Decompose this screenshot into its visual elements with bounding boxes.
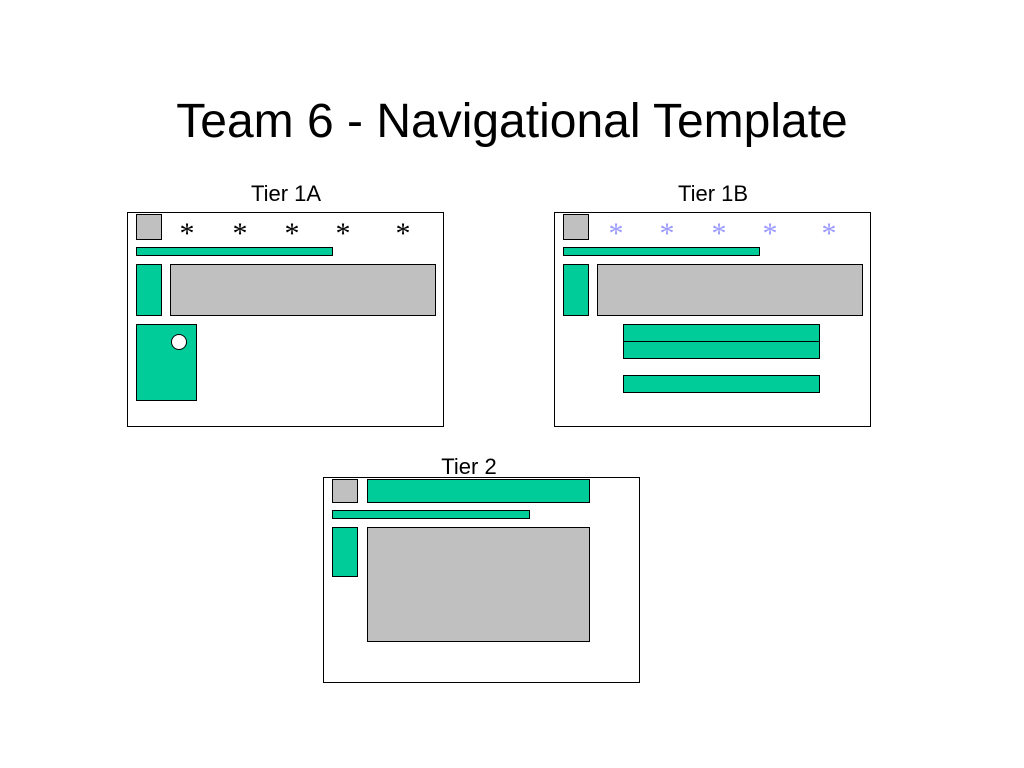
tier2-header-bar[interactable] <box>367 479 590 503</box>
tier1a-logo-placeholder <box>136 214 162 240</box>
tier1b-nav-star-2[interactable]: * <box>659 217 675 250</box>
tier1b-list-item-1[interactable] <box>623 324 820 342</box>
tier1a-nav-star-4[interactable]: * <box>335 217 351 250</box>
page-title: Team 6 - Navigational Template <box>176 95 848 148</box>
tier1a-frame: * * * * * <box>127 212 444 427</box>
tier1a-content-placeholder <box>170 264 436 316</box>
tier1a-label: Tier 1A <box>250 181 322 206</box>
tier1b-nav-star-3[interactable]: * <box>711 217 727 250</box>
tier1a-feature-block[interactable] <box>136 324 197 401</box>
tier2-logo-placeholder <box>332 479 358 503</box>
tier2-content-placeholder <box>367 527 590 642</box>
tier1a-nav-star-5[interactable]: * <box>395 217 411 250</box>
tier1b-list-item-2[interactable] <box>623 341 820 359</box>
tier1b-logo-placeholder <box>563 214 589 240</box>
tier1b-content-placeholder <box>597 264 863 316</box>
tier1b-nav-star-1[interactable]: * <box>608 217 624 250</box>
tier1a-nav-star-2[interactable]: * <box>232 217 248 250</box>
tier1b-nav-bar[interactable] <box>563 247 760 256</box>
tier2-side-block[interactable] <box>332 527 358 577</box>
tier2-frame <box>323 477 640 683</box>
tier1a-side-block[interactable] <box>136 264 162 316</box>
tier2-nav-bar[interactable] <box>332 510 530 519</box>
tier1b-nav-star-5[interactable]: * <box>821 217 837 250</box>
tier1b-side-block[interactable] <box>563 264 589 316</box>
tier1a-circle-icon <box>171 334 187 350</box>
tier1b-nav-star-4[interactable]: * <box>762 217 778 250</box>
tier1b-list-item-3[interactable] <box>623 375 820 393</box>
tier1b-label: Tier 1B <box>677 181 749 206</box>
tier1a-nav-star-1[interactable]: * <box>179 217 195 250</box>
tier1a-nav-star-3[interactable]: * <box>284 217 300 250</box>
tier2-label: Tier 2 <box>441 454 497 479</box>
tier1b-frame: * * * * * <box>554 212 871 427</box>
tier1a-nav-bar[interactable] <box>136 247 333 256</box>
